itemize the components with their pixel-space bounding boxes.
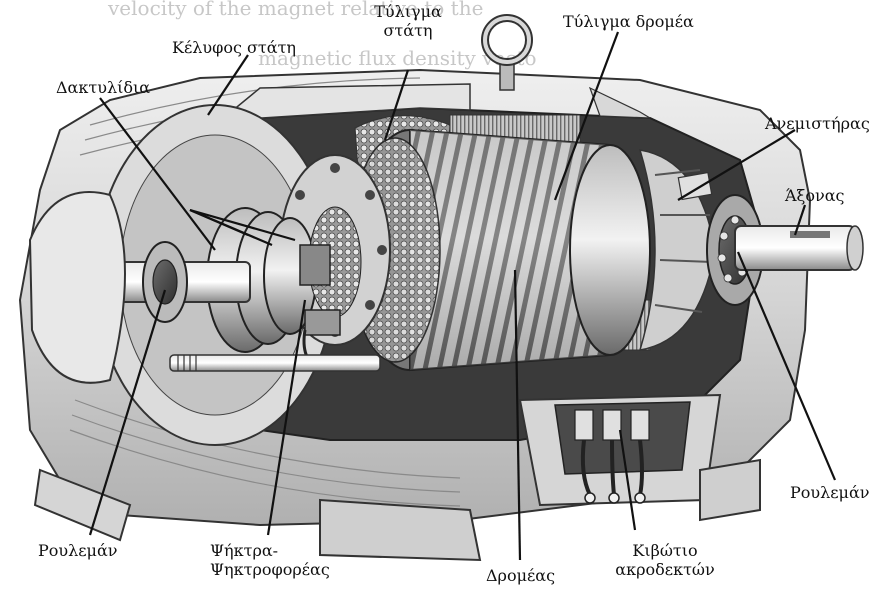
label-stator-winding-line2: στάτη — [383, 21, 433, 40]
background-text-1: velocity of the magnet relative to the — [108, 0, 484, 20]
label-bearing-left: Ρουλεμάν — [38, 541, 118, 560]
label-bearing-right: Ρουλεμάν — [790, 483, 870, 502]
label-rotor-winding: Τύλιγμα δρομέα — [563, 12, 694, 31]
label-terminal-box: Κιβώτιο ακροδεκτών — [590, 541, 740, 579]
label-slip-rings: Δακτυλίδια — [56, 78, 151, 97]
slip-ring-assembly — [94, 104, 391, 446]
label-stator-frame: Κέλυφος στάτη — [172, 38, 297, 57]
left-end-cover — [28, 191, 126, 384]
label-brushes: Ψήκτρα- Ψηκτροφορέας — [210, 541, 330, 579]
shaft — [734, 225, 864, 271]
cooling-fan — [638, 149, 716, 351]
leader-lines — [88, 31, 837, 561]
terminal-box — [518, 393, 722, 507]
label-stator-winding-line1: Τύλιγμα — [374, 2, 442, 21]
rotor-drum — [349, 128, 651, 372]
label-terminal-box-line1: Κιβώτιο — [632, 541, 698, 560]
lifting-eye-bolt — [481, 14, 533, 91]
label-fan: Ανεμιστήρας — [765, 114, 870, 133]
label-stator-winding: Τύλιγμα στάτη — [358, 2, 458, 40]
motor-feet — [33, 458, 761, 562]
label-rotor: Δρομέας — [486, 566, 556, 585]
label-shaft: Άξονας — [785, 186, 845, 205]
label-brushes-line1: Ψήκτρα- — [210, 541, 279, 560]
label-brushes-line2: Ψηκτροφορέας — [210, 560, 330, 579]
label-terminal-box-line2: ακροδεκτών — [615, 560, 715, 579]
